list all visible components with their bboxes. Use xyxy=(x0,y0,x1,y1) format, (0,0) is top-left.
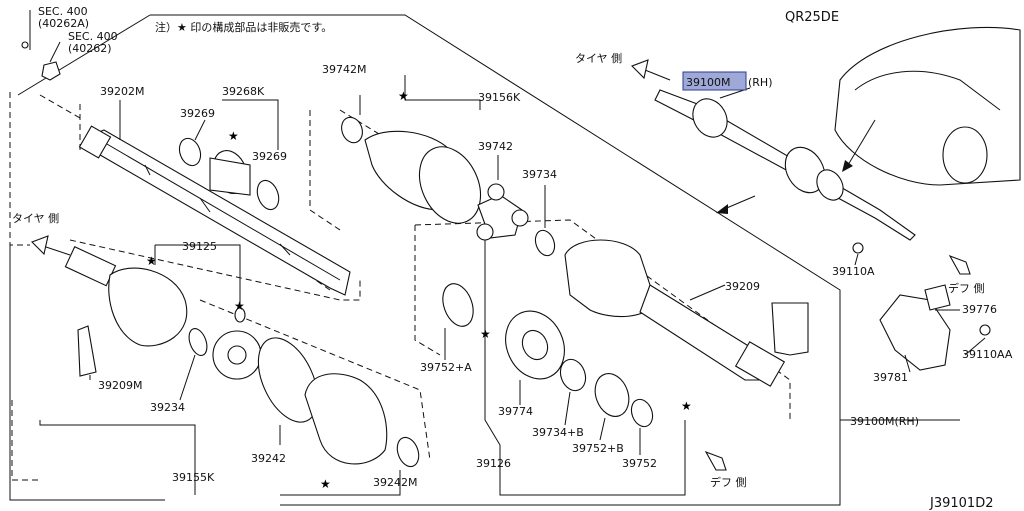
part-label-39734[interactable]: 39734 xyxy=(522,168,557,181)
leader-lines xyxy=(29,10,986,496)
non-sale-star-2: ★ xyxy=(228,129,239,143)
direction-arrow-tire-left xyxy=(31,235,71,256)
part-label-39752[interactable]: 39752 xyxy=(622,457,657,470)
non-sale-star-3: ★ xyxy=(146,254,157,268)
part-label-39242m[interactable]: 39242M xyxy=(373,476,417,489)
part-label-39242[interactable]: 39242 xyxy=(251,452,286,465)
part-label-39110a[interactable]: 39110A xyxy=(832,265,875,278)
drive-shaft-assembly-39100m[interactable] xyxy=(654,89,916,241)
part-label-39209m[interactable]: 39209M xyxy=(98,379,142,392)
vehicle-front-illustration xyxy=(834,26,1021,186)
rh-suffix: (RH) xyxy=(748,76,773,89)
part-label-39202m[interactable]: 39202M xyxy=(100,85,144,98)
part-label-39209[interactable]: 39209 xyxy=(725,280,760,293)
part-label-39156k[interactable]: 39156K xyxy=(478,91,521,104)
part-label-39752b[interactable]: 39752+B xyxy=(572,442,624,455)
part-label-39268k[interactable]: 39268K xyxy=(222,85,265,98)
washer-39752b[interactable] xyxy=(589,369,634,421)
part-label-39155k[interactable]: 39155K xyxy=(172,471,215,484)
non-sale-star-5: ★ xyxy=(320,477,331,491)
non-sale-star-6: ★ xyxy=(480,327,491,341)
part-label-39125[interactable]: 39125 xyxy=(182,240,217,253)
direction-arrow-tire-right xyxy=(631,59,671,81)
washer-39752[interactable] xyxy=(628,396,656,429)
washer-39752a[interactable] xyxy=(437,280,478,331)
section-ref-2-line2[interactable]: (40262) xyxy=(68,42,112,55)
engine-code: QR25DE xyxy=(785,10,839,25)
snap-ring-39734b[interactable] xyxy=(556,356,589,394)
inner-housing-39209[interactable] xyxy=(564,239,786,387)
diff-side-label-right: デフ 側 xyxy=(948,281,985,295)
part-label-39100m-highlight[interactable]: 39100M xyxy=(686,76,730,89)
non-sale-star-4: ★ xyxy=(234,299,245,313)
direction-arrow-diff-bottom xyxy=(704,450,727,471)
section-ref-2-line1[interactable]: SEC. 400 xyxy=(68,30,118,43)
direction-arrow-diff-right xyxy=(948,254,971,275)
part-label-39742m[interactable]: 39742M xyxy=(322,63,366,76)
part-label-39752a[interactable]: 39752+A xyxy=(420,361,472,374)
tire-side-label-right: タイヤ 側 xyxy=(575,52,622,65)
part-label-39742[interactable]: 39742 xyxy=(478,140,513,153)
part-label-39126[interactable]: 39126 xyxy=(476,457,511,470)
bearing-39774[interactable] xyxy=(495,301,575,388)
part-label-39234[interactable]: 39234 xyxy=(150,401,185,414)
boot-band-kit-39268k[interactable] xyxy=(176,135,283,212)
non-sale-star-7: ★ xyxy=(681,399,692,413)
header-note: 注）★ 印の構成部品は非販売です。 xyxy=(155,20,332,34)
boot-39242[interactable] xyxy=(246,329,422,470)
direction-arrow-center xyxy=(716,195,756,214)
sec-bolt-icon xyxy=(21,41,61,81)
assembly-frame xyxy=(9,14,960,506)
part-label-39781[interactable]: 39781 xyxy=(873,371,908,384)
part-label-39776[interactable]: 39776 xyxy=(962,303,997,316)
snap-ring-39734[interactable] xyxy=(532,228,558,259)
part-label-39269-b[interactable]: 39269 xyxy=(252,150,287,163)
dust-cover-39209m[interactable] xyxy=(77,302,809,377)
tire-side-label-left: タイヤ 側 xyxy=(12,212,59,225)
part-label-39110aa[interactable]: 39110AA xyxy=(962,348,1013,361)
highlight-39100m xyxy=(682,71,747,91)
part-label-39734b[interactable]: 39734+B xyxy=(532,426,584,439)
boot-39742m[interactable] xyxy=(338,114,492,233)
section-ref-1-line2[interactable]: (40262A) xyxy=(38,17,89,30)
section-ref-1-line1[interactable]: SEC. 400 xyxy=(38,5,88,18)
outer-joint-39125[interactable] xyxy=(64,246,262,380)
diagram-id: J39101D2 xyxy=(929,496,993,511)
part-label-39269-a[interactable]: 39269 xyxy=(180,107,215,120)
part-label-39100m-rh[interactable]: 39100M(RH) xyxy=(850,415,919,428)
spider-assembly-39742[interactable] xyxy=(476,183,529,241)
diff-side-label-bottom: デフ 側 xyxy=(710,475,747,489)
drive-shaft-39202m[interactable] xyxy=(78,125,351,296)
non-sale-star-1: ★ xyxy=(398,89,409,103)
part-label-39774[interactable]: 39774 xyxy=(498,405,533,418)
bracket-39781[interactable] xyxy=(852,242,991,371)
